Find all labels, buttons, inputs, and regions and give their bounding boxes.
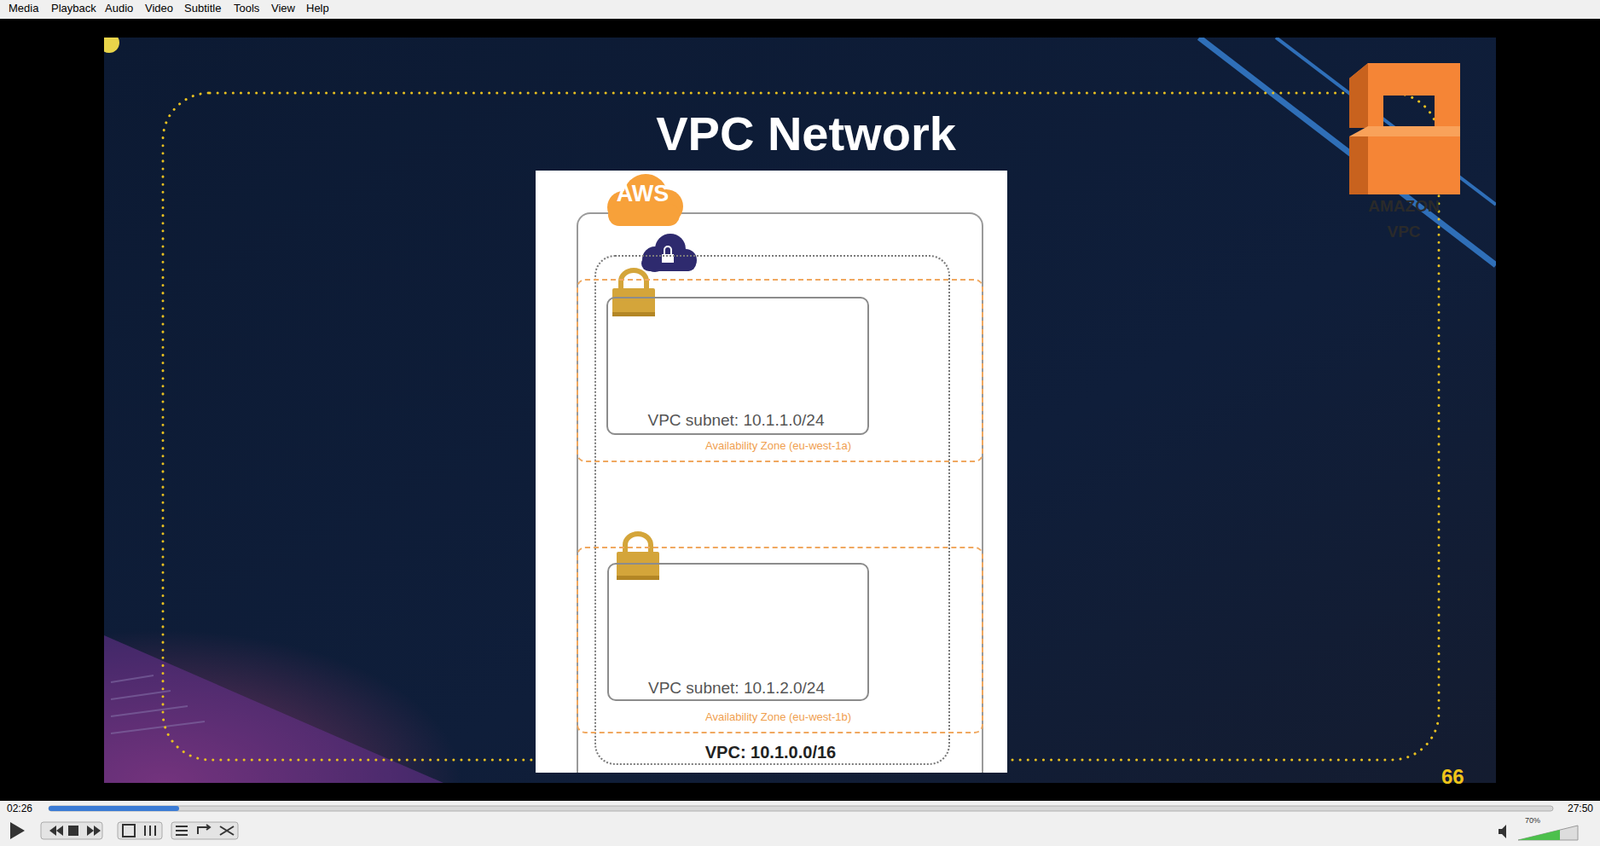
aws-cloud-region: AWSVPC: 10.1.0.0/16Availability Zone (eu… — [576, 212, 984, 773]
amazon-vpc-logo — [1349, 63, 1461, 195]
availability-zone: Availability Zone (eu-west-1b) VPC subnet… — [576, 546, 984, 734]
deco-dot — [104, 37, 120, 53]
elapsed-time: 02:26 — [6, 802, 33, 817]
node-label: VPC: 10.1.0.0/16 — [594, 742, 947, 762]
total-time: 27:50 — [1535, 802, 1594, 817]
slide — [104, 37, 1496, 783]
menu-item: Tools — [233, 1, 260, 17]
node-label: VPC subnet: 10.1.1.0/24 — [606, 411, 866, 430]
vpc-subnet: VPC subnet: 10.1.2.0/24 — [607, 562, 870, 702]
control-bar — [0, 800, 1600, 846]
lock-icon — [616, 533, 660, 580]
node-label: Availability Zone (eu-west-1a) — [576, 439, 980, 453]
purple-band — [104, 635, 444, 783]
volume-control — [1498, 824, 1578, 841]
deco-line — [1199, 37, 1496, 266]
node-label: Availability Zone (eu-west-1b) — [576, 710, 980, 725]
menu-item: Subtitle — [184, 1, 221, 17]
vpc-cloud-icon — [641, 233, 697, 273]
diagram-panel — [535, 170, 1008, 773]
lock-icon — [612, 270, 656, 317]
slide-ground — [104, 37, 1496, 783]
menu-item: View — [271, 1, 296, 17]
volume-level: 70% — [1524, 816, 1541, 827]
menu-item: Help — [306, 1, 330, 17]
slide-number: 66 — [1441, 763, 1465, 790]
playback-buttons — [10, 822, 238, 840]
deco-line — [1275, 37, 1496, 205]
menu-bar — [0, 0, 1600, 19]
node-label: AWS — [599, 178, 686, 209]
node-label: VPC subnet: 10.1.2.0/24 — [607, 678, 866, 698]
menu-item: Playback — [51, 1, 97, 17]
stripes — [110, 675, 205, 734]
menu-item: Video — [144, 1, 174, 17]
menu-item: Media — [8, 1, 39, 17]
menu-item: Audio — [104, 1, 134, 17]
availability-zone: Availability Zone (eu-west-1a) VPC subnet… — [576, 278, 984, 463]
progress-bar — [48, 805, 1554, 812]
slide-title: VPC Network — [507, 106, 1105, 162]
vpc-subnet: VPC subnet: 10.1.1.0/24 — [606, 296, 870, 435]
logo-text: AMAZON VPC — [1356, 193, 1451, 245]
